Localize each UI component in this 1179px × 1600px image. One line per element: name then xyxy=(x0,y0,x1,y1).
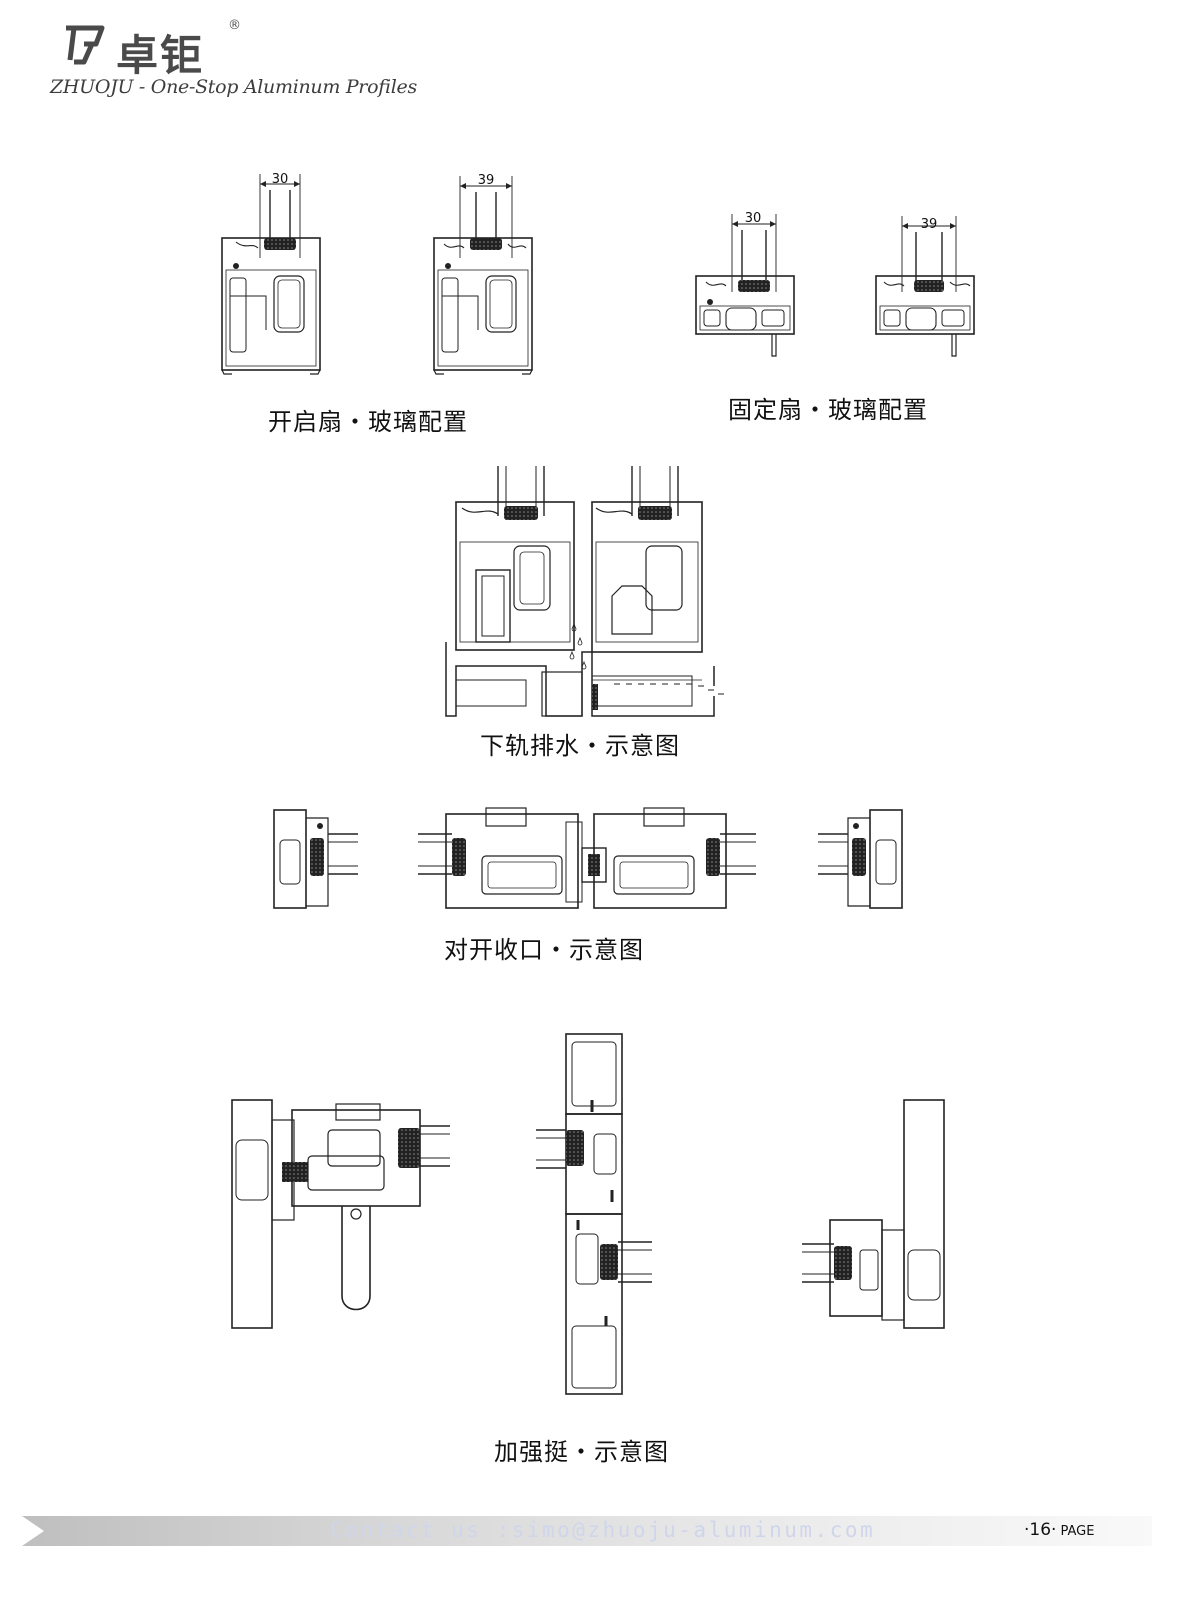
footer-arrow-icon xyxy=(22,1516,44,1546)
meeting-left-jamb xyxy=(273,809,358,909)
registered-mark: ® xyxy=(228,18,241,33)
caption-fixed-sash: 固定扇・玻璃配置 xyxy=(728,396,928,424)
fixed-sash-drawing-left xyxy=(695,214,795,357)
brand-name: 卓钜 xyxy=(116,31,205,80)
open-sash-drawing-left xyxy=(221,174,321,375)
caption-meeting: 对开收口・示意图 xyxy=(444,936,644,964)
dim-fixed-right: 39 xyxy=(921,217,938,232)
page-number-value: ·16· xyxy=(1024,1520,1057,1540)
page-number: ·16·PAGE xyxy=(1024,1520,1094,1540)
caption-open-sash: 开启扇・玻璃配置 xyxy=(268,408,468,436)
dim-open-right: 39 xyxy=(478,173,495,188)
dim-fixed-left: 30 xyxy=(745,211,762,226)
page-label: PAGE xyxy=(1060,1524,1095,1539)
reinforce-left xyxy=(231,1099,450,1329)
dim-open-left: 30 xyxy=(272,172,289,187)
footer-bar xyxy=(22,1516,1152,1546)
footer-contact[interactable]: Contact us :simo@zhuoju-aluminum.com xyxy=(330,1518,876,1542)
reinforce-right xyxy=(802,1099,945,1329)
logo-mark-icon xyxy=(66,25,105,65)
company-logo: 卓钜 ® ZHUOJU - One-Stop Aluminum Profiles xyxy=(50,18,417,108)
meeting-right-jamb xyxy=(818,809,903,909)
drainage-drawing xyxy=(445,466,724,717)
brand-tagline: ZHUOJU - One-Stop Aluminum Profiles xyxy=(50,76,417,98)
caption-drainage: 下轨排水・示意图 xyxy=(480,732,680,760)
meeting-center xyxy=(418,807,756,909)
open-sash-drawing-right xyxy=(433,176,533,375)
fixed-sash-drawing-right xyxy=(875,216,975,357)
reinforce-center xyxy=(536,1033,652,1395)
caption-reinforce: 加强挺・示意图 xyxy=(494,1438,669,1466)
